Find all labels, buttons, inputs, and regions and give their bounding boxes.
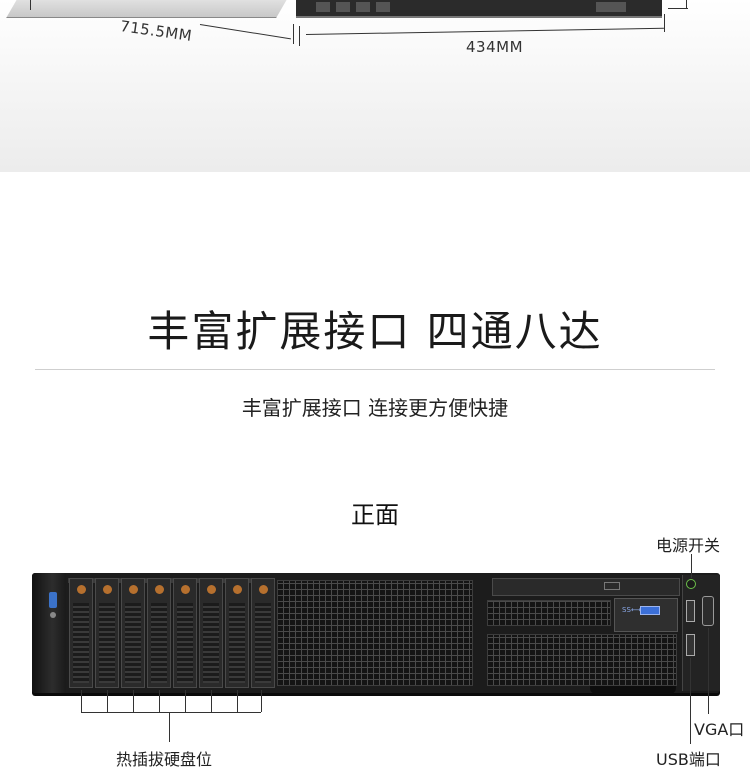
id-led: [50, 612, 56, 618]
front-section-title: 正面: [351, 501, 399, 529]
right-vent-lower: [487, 634, 677, 686]
vga-port: [702, 596, 714, 626]
drive-bay: [199, 578, 223, 688]
drive-bay: [69, 578, 93, 688]
server-chassis-front: [296, 0, 662, 18]
depth-dimension-line: [199, 24, 291, 40]
left-rack-ear: [32, 573, 66, 693]
front-vent-grille: [277, 580, 473, 686]
usb-label: USB端口: [656, 750, 721, 769]
width-dimension-label: 434MM: [466, 38, 524, 56]
chassis-base: [590, 686, 676, 694]
front-usb-port: [686, 600, 695, 622]
page-subtitle: 丰富扩展接口 连接更方便快捷: [241, 396, 509, 420]
right-vent-upper: [487, 600, 611, 626]
page-headline: 丰富扩展接口 四通八达: [147, 307, 603, 356]
usb-callout-line: [690, 658, 691, 744]
usb3-port: [640, 606, 660, 615]
dimension-banner: 715.5MM 434MM: [0, 0, 750, 172]
optical-drive: [492, 578, 680, 596]
usb3-panel: [614, 598, 678, 632]
power-callout-line: [691, 554, 692, 578]
drive-bay: [147, 578, 171, 688]
width-dimension-line: [305, 27, 664, 35]
power-button-icon: [686, 579, 696, 589]
power-switch-label: 电源开关: [656, 536, 721, 555]
drive-bay: [251, 578, 275, 688]
drive-bay: [95, 578, 119, 688]
headline-divider: [35, 369, 715, 370]
drive-bay: [121, 578, 145, 688]
drive-bay: [173, 578, 197, 688]
usb-logo-icon: SS⟷: [622, 606, 641, 614]
vga-callout-line: [708, 628, 709, 714]
status-led: [49, 592, 57, 608]
server-chassis-side: [6, 0, 291, 18]
depth-dimension-label: 715.5MM: [119, 17, 194, 45]
front-usb-port: [686, 634, 695, 656]
control-panel: [682, 575, 720, 691]
drive-bay-rail: [68, 578, 274, 583]
vga-label: VGA口: [694, 720, 745, 739]
optical-eject-button: [604, 582, 620, 590]
drive-bay: [225, 578, 249, 688]
hotswap-label: 热插拔硬盘位: [116, 750, 213, 769]
